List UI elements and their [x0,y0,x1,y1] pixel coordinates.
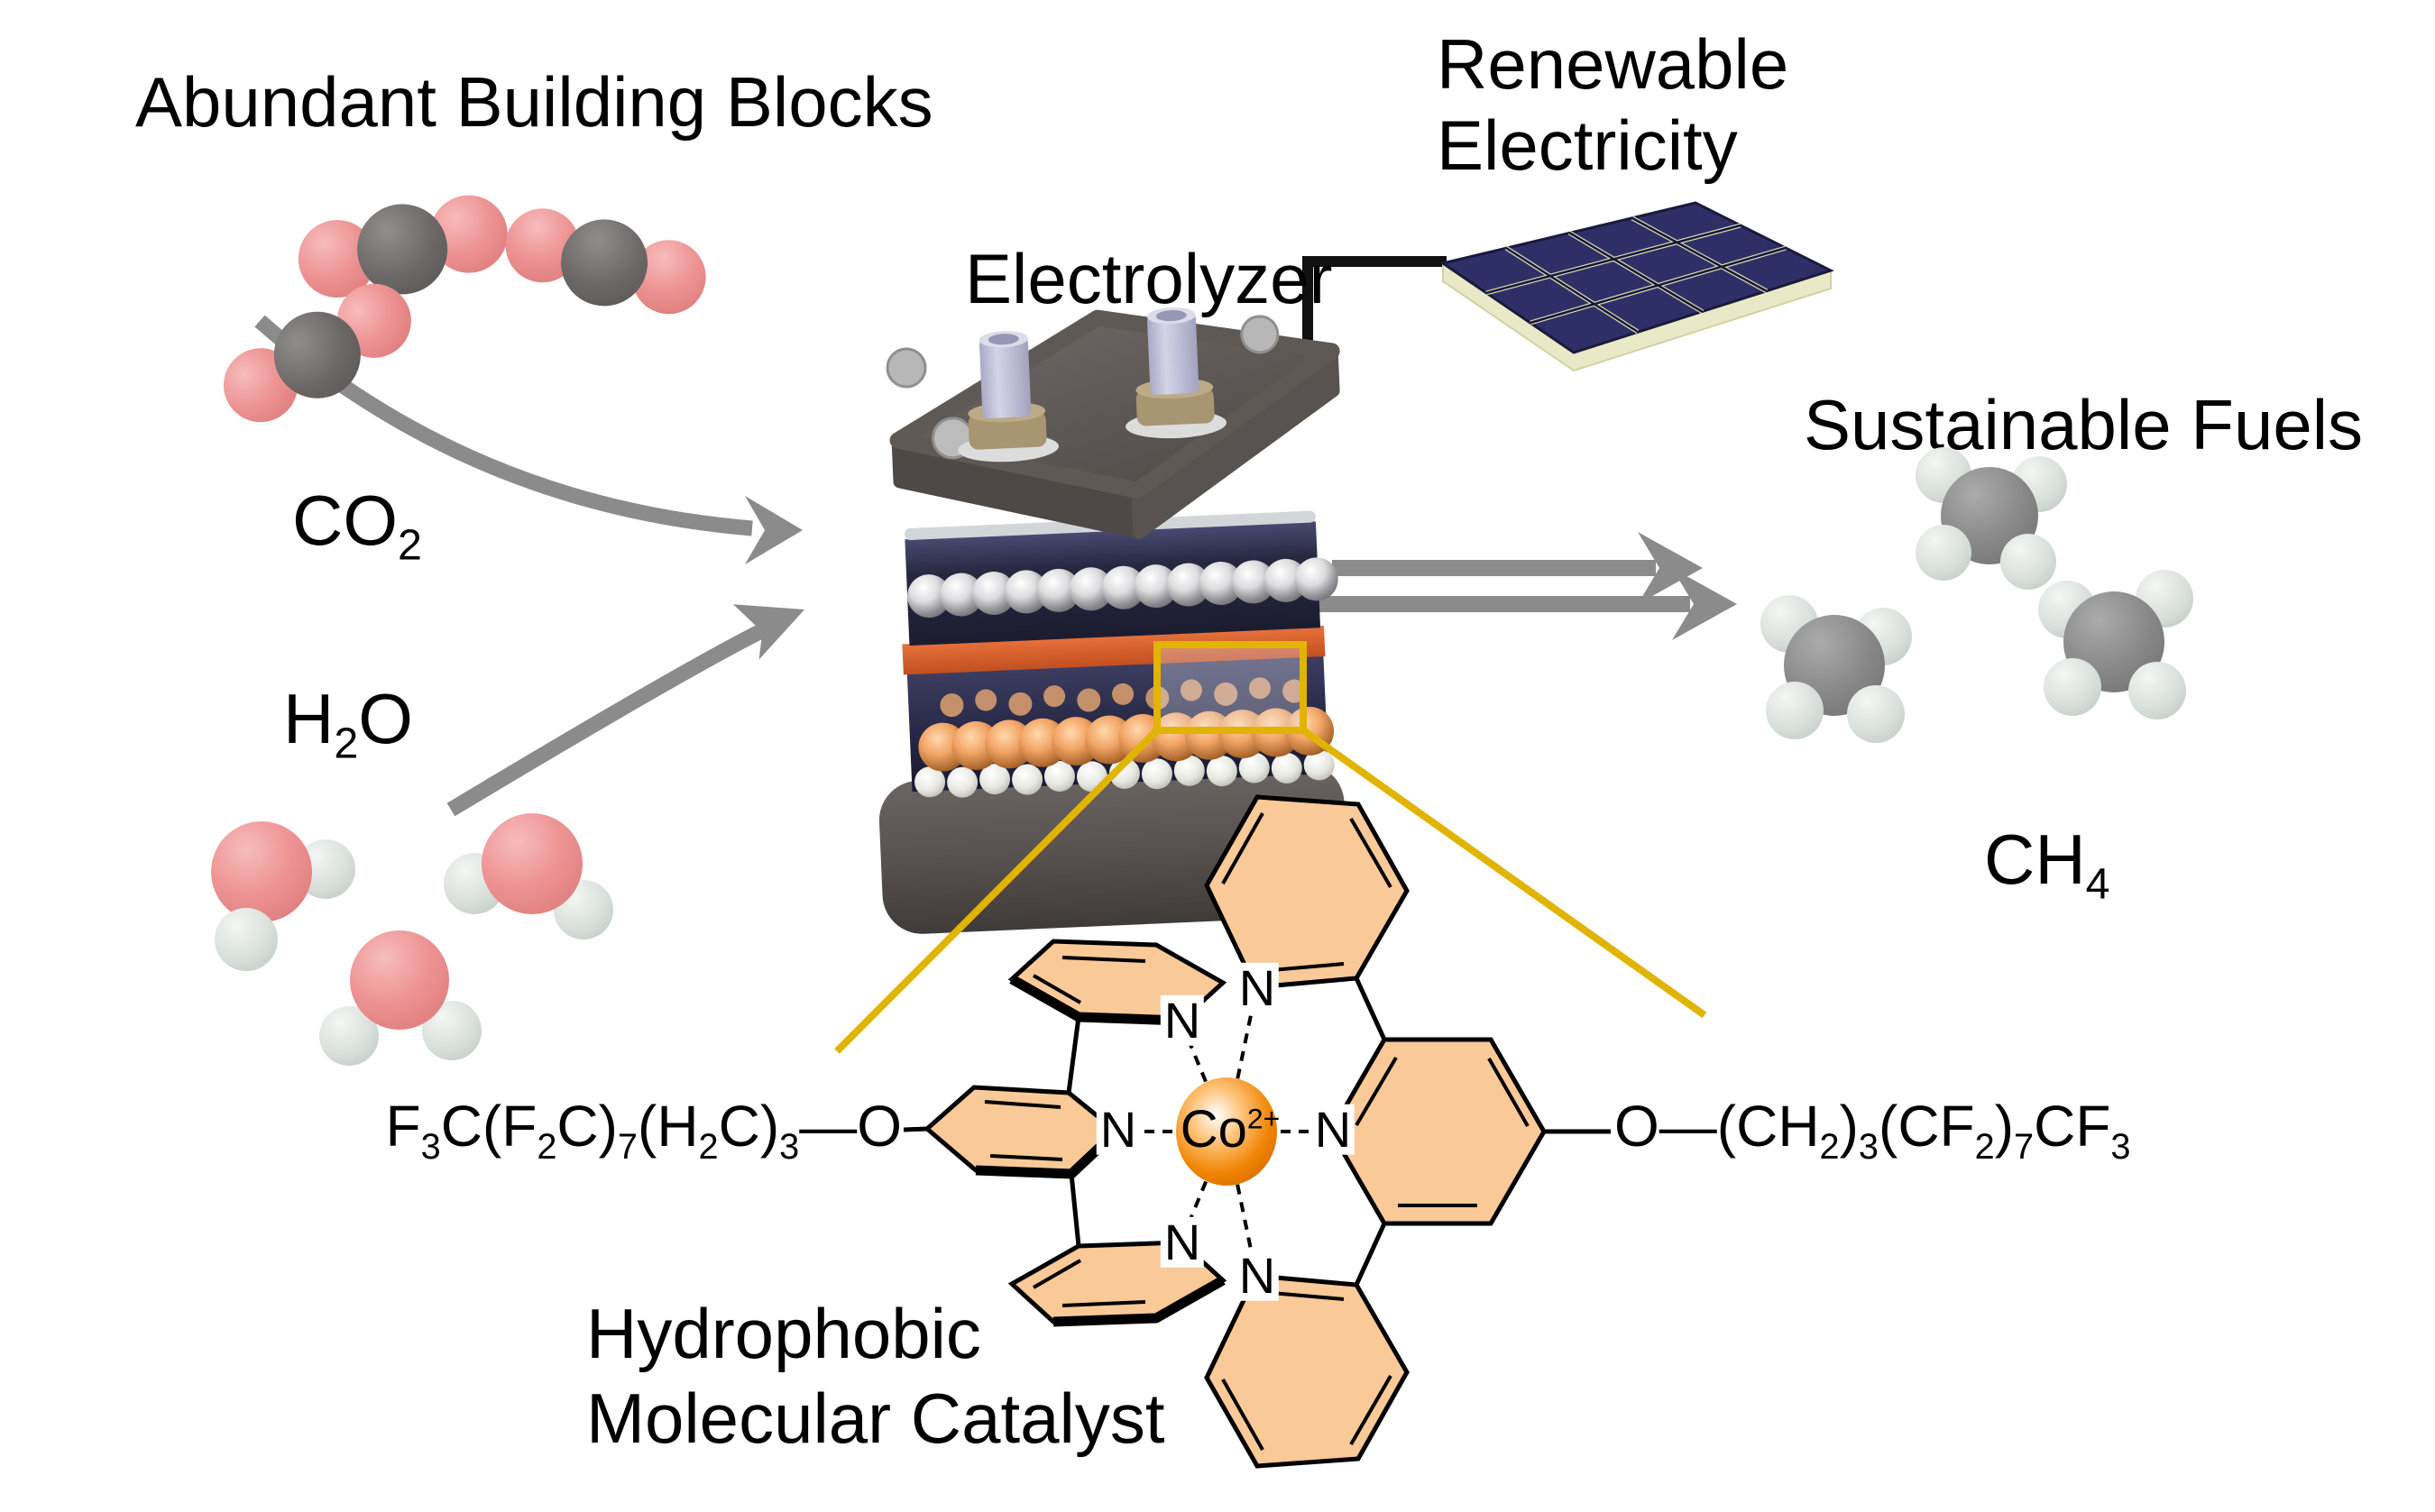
catalyst-caption-line2: Molecular Catalyst [586,1379,1165,1458]
hydrogen-atom [2000,534,2056,590]
electric-wire [1302,256,1447,362]
renewable-title-line1: Renewable [1437,24,1789,104]
hydrogen-atom [215,908,278,971]
solar-grid-dark [1485,216,1787,334]
renewable-title-line2: Electricity [1437,105,1738,185]
terminal-post-right [1126,307,1227,439]
hydrogen-atom [1766,682,1824,739]
fluorinated-chain-left: F3C(F2C)7(H2C)3—O [385,1094,902,1167]
nitrogen-atom-top-left: N [1160,994,1205,1046]
hydrogen-atom [1916,525,1971,581]
h2o-label: H2O [283,679,413,768]
ch4-label: CH4 [1984,820,2110,909]
electrolyzer-device [878,307,1348,934]
white-sphere-row [914,749,1335,798]
catalyst-blob-row [940,677,1307,718]
oxygen-atom [350,930,449,1030]
h2o-molecule-1 [206,816,368,983]
catalyst-caption-line1: Hydrophobic [586,1294,981,1373]
hydrogen-atom [2044,658,2101,716]
nitrogen-atom-left: N [1096,1104,1141,1155]
top-plate [886,307,1340,539]
cobalt-ion-label: Co2+ [1180,1100,1281,1159]
zoom-callout [834,641,1707,1054]
pyridine-bottom-right [1204,1273,1410,1469]
silver-sphere-row [907,557,1338,619]
h2o-molecule-3 [317,927,489,1076]
h2o-molecule-2 [444,804,624,967]
output-arrow-bottom [1282,568,1737,640]
output-arrow-top [1332,532,1703,604]
solar-panel [1439,201,1834,372]
pyridine-top-right [1204,794,1410,990]
nitrogen-atom-bottom-left: N [1160,1216,1205,1268]
nitrogen-atom-bottom: N [1235,1250,1280,1301]
nitrogen-atom-right: N [1310,1104,1355,1155]
fluorinated-chain-right: O—(CH2)3(CF2)7CF3 [1614,1094,2131,1167]
terminal-post-left [958,331,1059,463]
abundant-building-blocks-title: Abundant Building Blocks [135,62,933,142]
h2o-input-arrow [446,604,804,817]
pyridine-left-center [923,1085,1120,1179]
hydrogen-atom [2128,662,2186,719]
ch4-molecule-2 [1757,588,1919,746]
ch4-molecule-1 [1910,447,2072,596]
ring-bonds [903,976,1611,1287]
co2-label: CO2 [292,481,422,570]
ch4-molecule-3 [2036,566,2199,724]
nitrogen-atom-top: N [1235,962,1280,1013]
hydrogen-atom [1847,685,1905,743]
electrolyzer-label: Electrolyzer [965,239,1333,318]
pyridine-right-center [1328,1037,1547,1226]
membrane-layer [902,626,1326,675]
cobalt-center-sphere [1176,1077,1277,1186]
oxygen-atom [211,821,312,922]
oxygen-atom [482,813,583,914]
sustainable-fuels-title: Sustainable Fuels [1804,385,2364,464]
